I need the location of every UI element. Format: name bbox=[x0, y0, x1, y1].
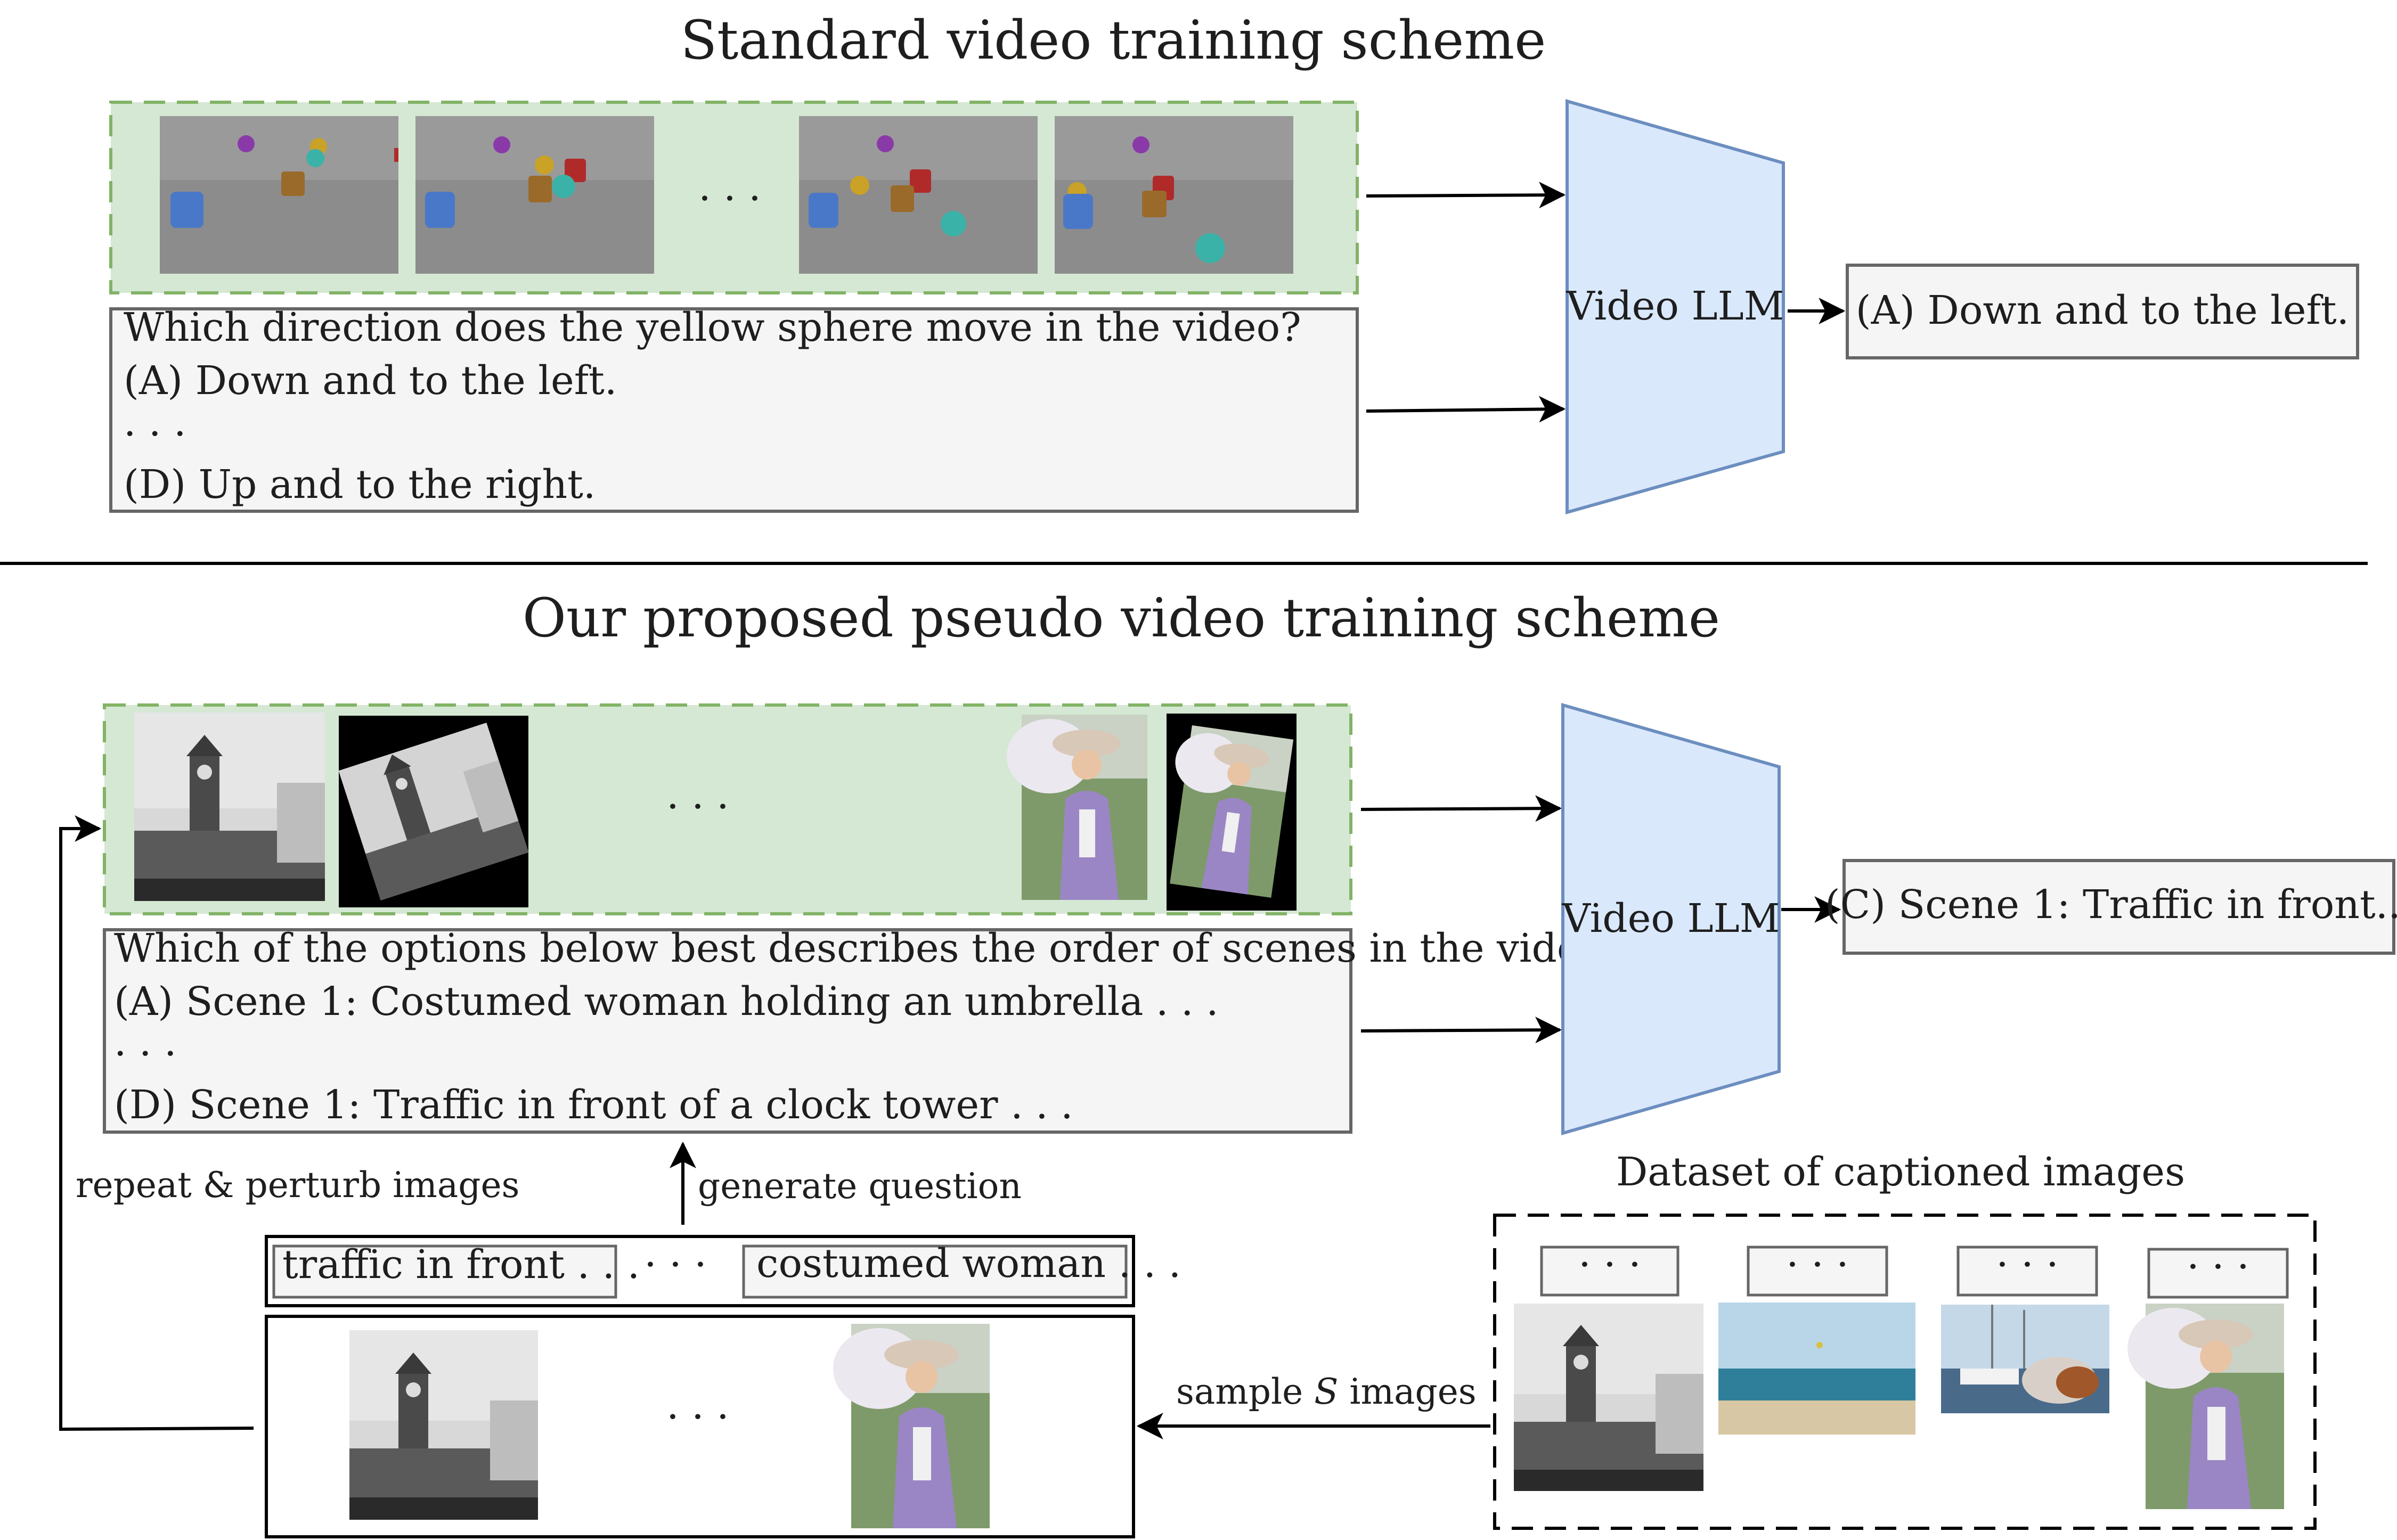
top-option-d: (D) Up and to the right. bbox=[124, 462, 596, 507]
pseudo-frame-costumed-woman-perturbed bbox=[1167, 714, 1297, 911]
generate-question-label: generate question bbox=[698, 1166, 1022, 1207]
dataset-caption-3: · · · bbox=[1996, 1242, 2059, 1288]
bottom-video-llm-label: Video LLM bbox=[1561, 896, 1780, 941]
bottom-question-box bbox=[103, 928, 1352, 1134]
dataset-caption-2: · · · bbox=[1786, 1242, 1849, 1288]
top-frames-arrow bbox=[1366, 182, 1566, 209]
caption-2: costumed woman . . . bbox=[756, 1241, 1181, 1287]
top-question: Which direction does the yellow sphere m… bbox=[124, 305, 1301, 350]
dataset-image-clock-tower bbox=[1514, 1304, 1703, 1491]
caption-1: traffic in front . . . bbox=[282, 1242, 640, 1288]
top-option-a: (A) Down and to the left. bbox=[124, 358, 617, 404]
pseudo-frame-clock-tower-perturbed bbox=[338, 716, 529, 907]
top-video-frame-1 bbox=[160, 116, 398, 274]
sampled-ellipsis: · · · bbox=[666, 1394, 729, 1440]
top-option-dots: · · · bbox=[124, 411, 186, 457]
top-answer: (A) Down and to the left. bbox=[1856, 288, 2349, 333]
top-frames-ellipsis: · · · bbox=[698, 176, 761, 222]
bottom-question-arrow bbox=[1360, 1017, 1562, 1044]
dataset-caption-box-1 bbox=[1540, 1246, 1679, 1297]
bottom-video-llm bbox=[1561, 703, 1781, 1135]
repeat-perturb-label: repeat & perturb images bbox=[76, 1165, 519, 1206]
dataset-caption-4: · · · bbox=[2187, 1244, 2249, 1290]
dataset-caption-box-3 bbox=[1956, 1246, 2098, 1297]
bottom-frames-ellipsis: · · · bbox=[666, 784, 729, 830]
bottom-option-a: (A) Scene 1: Costumed woman holding an u… bbox=[114, 979, 1219, 1025]
top-video-frame-3 bbox=[799, 116, 1038, 274]
top-video-frame-4 bbox=[1055, 116, 1293, 274]
sampled-image-clock-tower bbox=[349, 1330, 538, 1520]
bottom-option-d: (D) Scene 1: Traffic in front of a clock… bbox=[114, 1082, 1073, 1128]
dataset-image-beach bbox=[1718, 1303, 1915, 1435]
caption-box-1 bbox=[272, 1244, 617, 1299]
top-question-box bbox=[109, 307, 1359, 513]
bottom-frames-arrow bbox=[1360, 795, 1562, 822]
dataset-image-harbor-dog bbox=[1941, 1305, 2109, 1413]
top-question-arrow bbox=[1366, 396, 1566, 423]
top-video-llm-label: Video LLM bbox=[1566, 283, 1784, 329]
dataset-caption-box-4 bbox=[2147, 1248, 2289, 1299]
dataset-image-costumed-woman bbox=[2127, 1304, 2284, 1509]
sample-images-label: sample S images bbox=[1176, 1371, 1477, 1412]
dataset-title: Dataset of captioned images bbox=[1616, 1149, 2185, 1195]
caption-box-2 bbox=[742, 1244, 1128, 1299]
top-video-llm bbox=[1566, 99, 1785, 514]
top-answer-box bbox=[1846, 264, 2359, 359]
pseudo-frame-clock-tower bbox=[134, 712, 325, 901]
bottom-question: Which of the options below best describe… bbox=[114, 925, 1625, 971]
dataset-box bbox=[1493, 1214, 2317, 1530]
pseudo-frame-costumed-woman bbox=[1007, 715, 1147, 900]
bottom-answer-box bbox=[1842, 859, 2395, 955]
dataset-caption-box-2 bbox=[1747, 1246, 1888, 1297]
repeat-perturb-arrow bbox=[59, 815, 254, 1431]
sampled-image-costumed-woman bbox=[833, 1324, 990, 1528]
top-video-frame-2 bbox=[415, 116, 654, 274]
bottom-title: Our proposed pseudo video training schem… bbox=[523, 587, 1720, 649]
top-title: Standard video training scheme bbox=[681, 9, 1546, 71]
bottom-option-dots: · · · bbox=[114, 1031, 177, 1077]
bottom-answer: (C) Scene 1: Traffic in front... bbox=[1825, 882, 2397, 928]
caption-ellipsis: · · · bbox=[644, 1242, 707, 1288]
dataset-caption-1: · · · bbox=[1578, 1242, 1641, 1288]
